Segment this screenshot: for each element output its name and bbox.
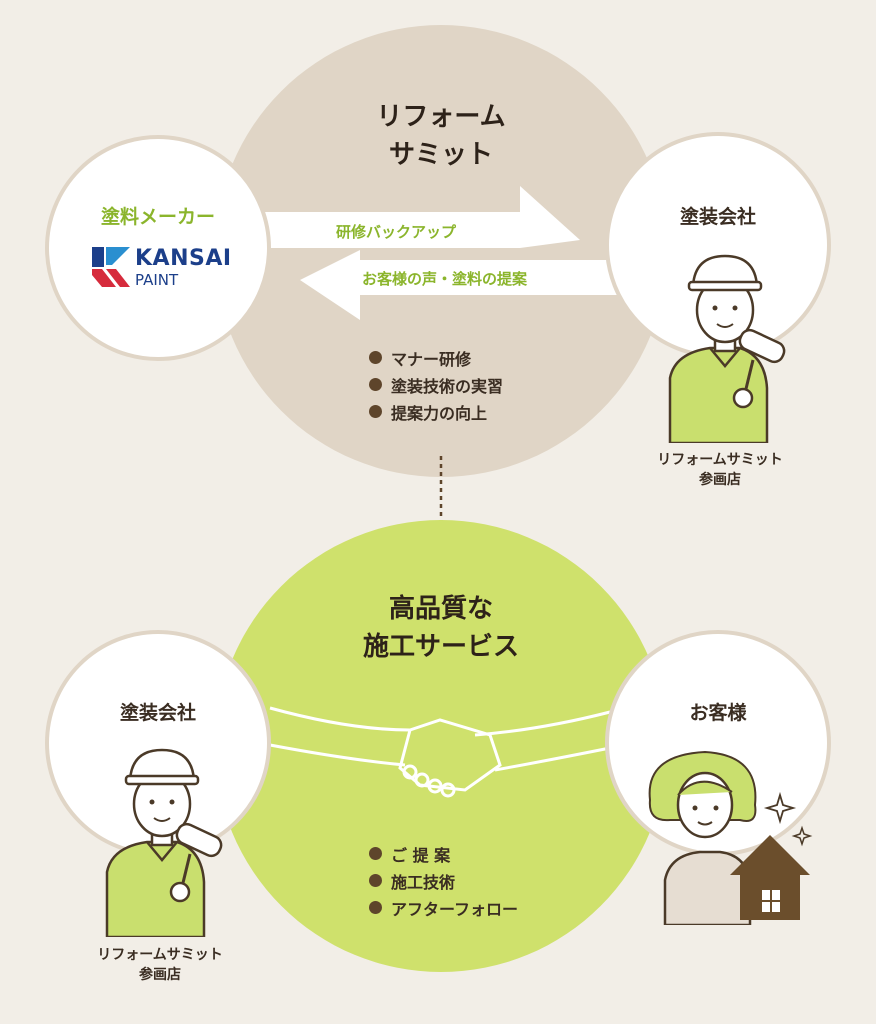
bullet-icon (369, 351, 382, 364)
bullet-item: ご 提 案 (369, 840, 518, 867)
arrow-right (260, 186, 580, 248)
company-caption-top: リフォームサミット 参画店 (610, 450, 830, 490)
bullet-text: 塗装技術の実習 (391, 376, 504, 396)
title-line: 施工サービス (362, 632, 519, 662)
painting-company-title: 塗装会社 (679, 206, 756, 228)
title-line: 高品質な (388, 594, 493, 624)
bullet-icon (369, 901, 382, 914)
bullet-icon (369, 378, 382, 391)
customer-illustration-icon (648, 750, 813, 925)
painter-illustration-icon (668, 254, 786, 443)
arrow-label-feedback: お客様の声・塗料の提案 (362, 270, 528, 288)
bullet-item: マナー研修 (369, 344, 503, 371)
caption-line: 参画店 (699, 472, 741, 488)
caption-line: リフォームサミット (657, 452, 783, 468)
bullet-text: アフターフォロー (391, 899, 519, 919)
reform-summit-circle (215, 25, 667, 477)
bullet-icon (369, 847, 382, 860)
reform-summit-title: リフォーム サミット (341, 98, 541, 174)
title-line: サミット (388, 140, 493, 170)
bullet-item: アフターフォロー (369, 894, 518, 921)
bullet-item: 施工技術 (369, 867, 518, 894)
bullet-icon (369, 405, 382, 418)
bullet-text: 施工技術 (391, 872, 456, 892)
bottom-bullets: ご 提 案 施工技術 アフターフォロー (369, 840, 518, 921)
bullet-text: マナー研修 (391, 349, 472, 369)
arrow-left (300, 250, 620, 320)
logo-kansai-text: KANSAI (135, 246, 232, 271)
high-quality-service-title: 高品質な 施工サービス (321, 590, 561, 666)
bullet-icon (369, 874, 382, 887)
caption-line: リフォームサミット (97, 947, 223, 963)
high-quality-service-circle (215, 520, 667, 972)
customer-title: お客様 (689, 702, 747, 724)
painting-company-title-bottom: 塗装会社 (119, 702, 196, 724)
top-bullets: マナー研修 塗装技術の実習 提案力の向上 (369, 344, 503, 425)
bullet-item: 提案力の向上 (369, 398, 503, 425)
paint-maker-circle (45, 135, 271, 361)
caption-line: 参画店 (139, 967, 181, 983)
bullet-item: 塗装技術の実習 (369, 371, 503, 398)
bullet-text: 提案力の向上 (391, 403, 488, 423)
title-line: リフォーム (376, 102, 506, 132)
kansai-paint-logo: KANSAI PAINT (92, 245, 252, 291)
logo-paint-text: PAINT (135, 271, 179, 289)
bullet-text: ご 提 案 (391, 845, 451, 865)
paint-maker-title: 塗料メーカー (100, 206, 215, 228)
company-caption-bottom: リフォームサミット 参画店 (50, 945, 270, 985)
kansai-logo-mark-icon (92, 247, 130, 287)
painter-illustration-icon (105, 748, 223, 937)
handshake-icon (269, 706, 611, 798)
arrow-label-backup: 研修バックアップ (336, 223, 457, 241)
